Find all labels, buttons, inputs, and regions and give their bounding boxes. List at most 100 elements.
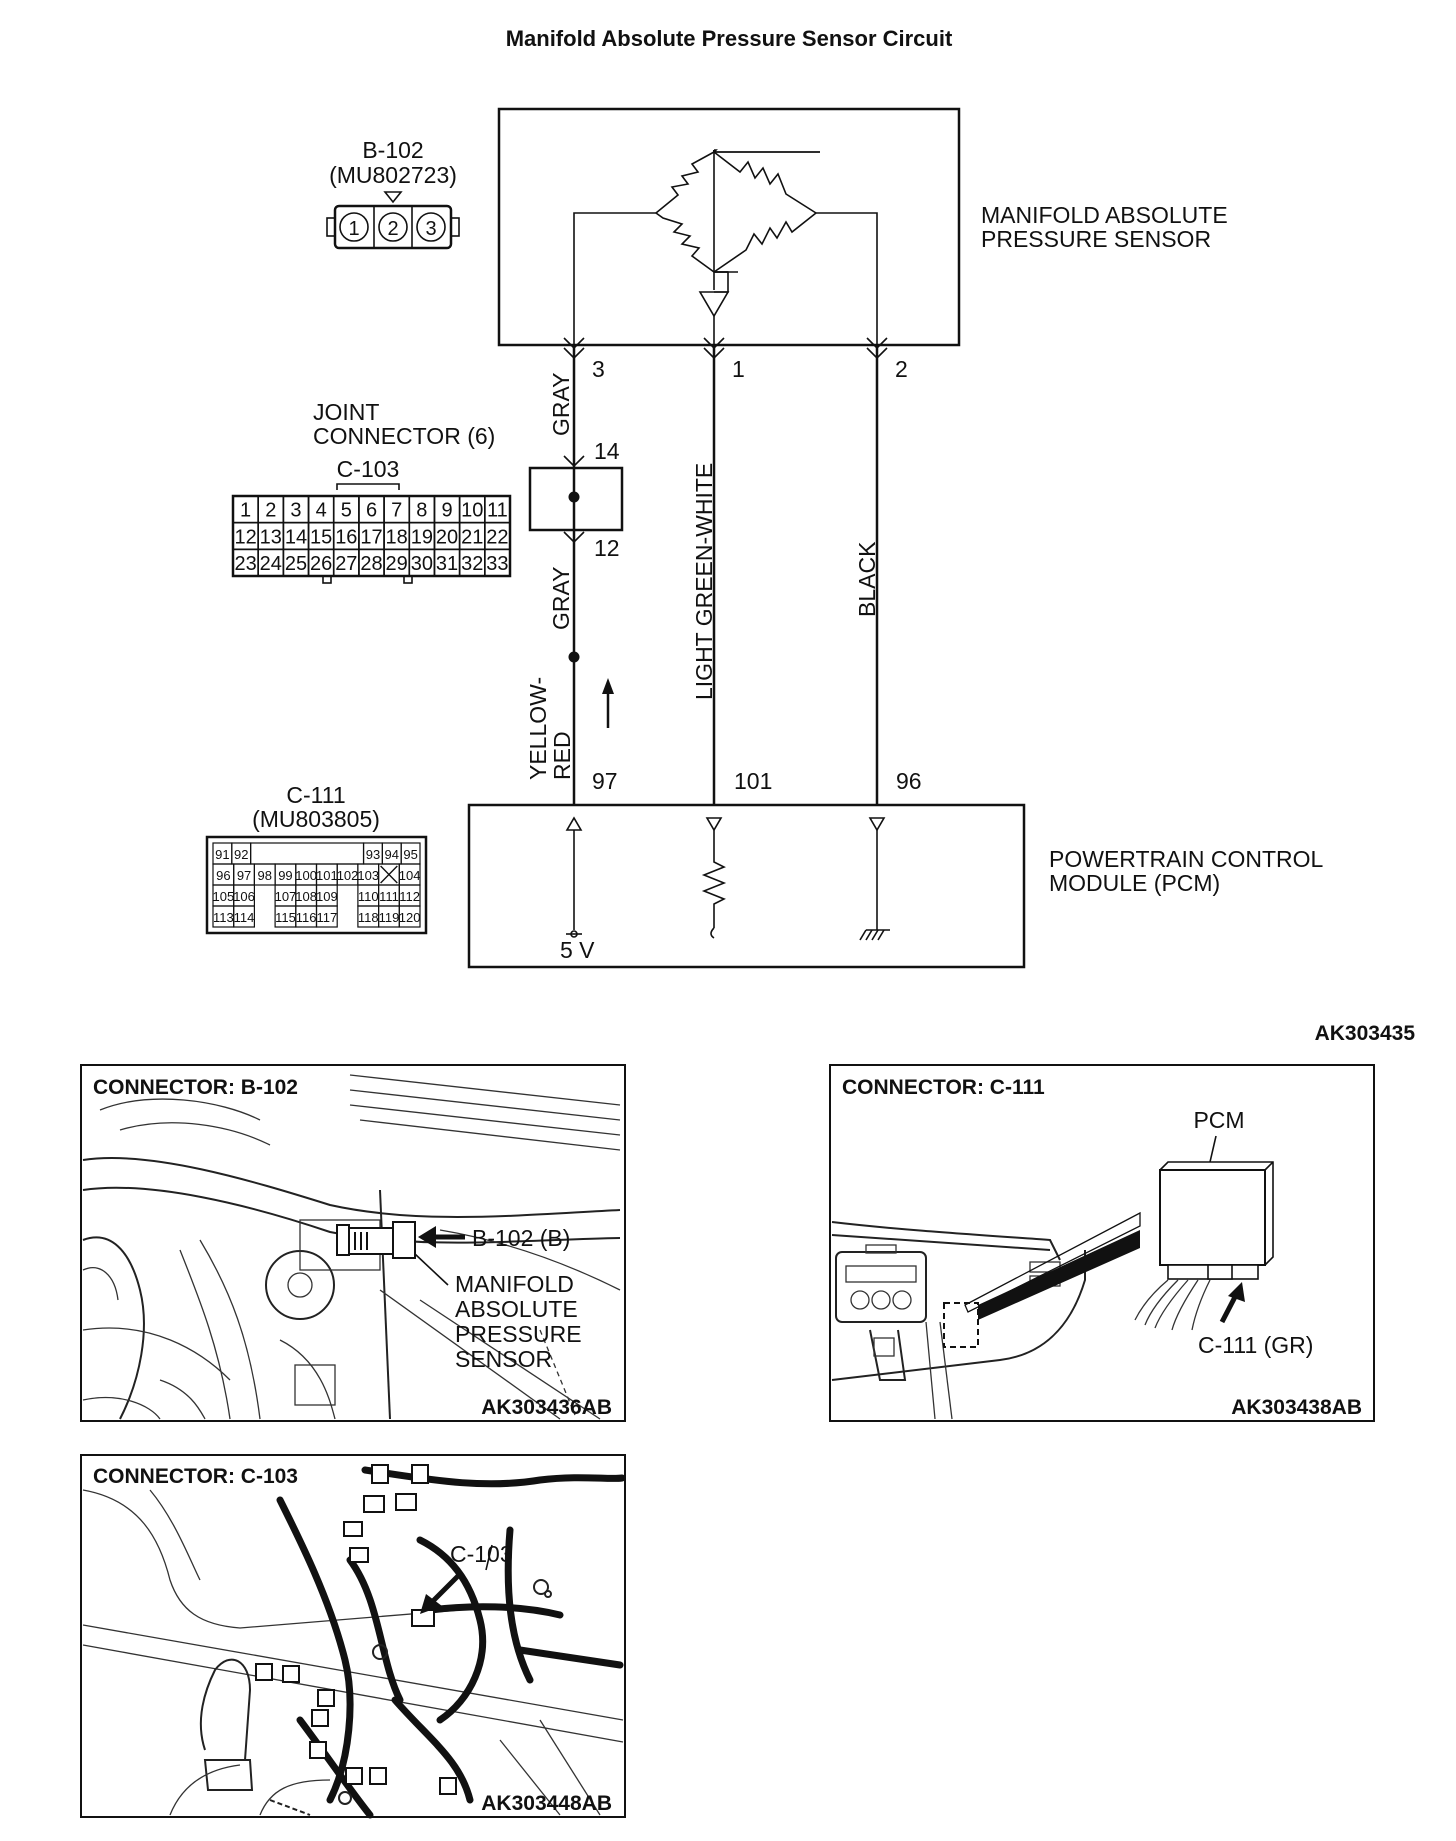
page-title: Manifold Absolute Pressure Sensor Circui…	[506, 26, 953, 51]
panel-b102-callout: B-102 (B)	[472, 1225, 570, 1251]
panel-b102-code: AK303436AB	[481, 1396, 612, 1419]
panel-c111-frame	[829, 1064, 1375, 1422]
c103-pin-label: 6	[366, 500, 377, 522]
c111-blocked-pin-icon	[380, 865, 398, 884]
c111-pin-cell	[315, 905, 338, 928]
panel-c103-callout: C-103	[450, 1541, 513, 1567]
c111-pin-label: 102	[337, 868, 359, 883]
wire-label-gray-upper: GRAY	[548, 373, 574, 436]
c103-pin-label: 5	[341, 500, 352, 522]
sensor-lead-lines	[698, 151, 820, 345]
c103-pin-label: 24	[260, 553, 282, 575]
c103-pin-label: 33	[486, 553, 508, 575]
c103-pin-label: 3	[290, 500, 301, 522]
c111-pin-label: 113	[213, 910, 234, 925]
c111-callout-arrow-icon	[1219, 1282, 1245, 1324]
pcm-module-icon	[1134, 1161, 1274, 1331]
map-sensor	[497, 107, 961, 347]
panel-b102-desc-1: MANIFOLD	[455, 1271, 574, 1297]
joint-pin-14: 14	[594, 438, 620, 464]
c103-pin-cell	[484, 548, 511, 577]
joint-connector-label-line1: JOINT	[313, 399, 379, 425]
panel-c103-header: CONNECTOR: C-103	[93, 1465, 298, 1488]
c103-pin-label: 29	[386, 553, 408, 575]
pcm-resistor-input	[701, 817, 727, 939]
c103-pin-label: 18	[386, 526, 408, 548]
c111-pin-label: 120	[399, 910, 421, 925]
b102-pin-1: 1	[348, 218, 359, 240]
panel-c103-frame	[80, 1454, 626, 1818]
pcm-box	[467, 803, 1026, 969]
pcm-pin-96: 96	[896, 768, 922, 794]
c103-pin-label: 10	[461, 500, 483, 522]
c103-pin-label: 8	[416, 500, 427, 522]
c111-pin-label: 118	[358, 910, 379, 925]
c103-pin-label: 17	[360, 526, 382, 548]
c111-pin-label: 115	[275, 910, 296, 925]
c111-pin-label: 98	[258, 868, 272, 883]
c111-pin-label: 92	[234, 847, 248, 862]
pcm-5v-supply	[565, 816, 583, 938]
joint-pin-12: 12	[594, 535, 620, 561]
c111-pin-label: 91	[215, 847, 229, 862]
b102-pin-2: 2	[387, 218, 398, 240]
wiring-harness-illustration	[269, 1466, 626, 1819]
c111-pin-label: 114	[234, 910, 255, 925]
dashboard-illustration	[831, 1211, 1141, 1420]
c111-pin-label: 111	[379, 889, 399, 904]
c111-pin-label: 97	[237, 868, 251, 883]
b102-part: (MU802723)	[329, 162, 457, 188]
sensor-label-line2: PRESSURE SENSOR	[981, 226, 1211, 252]
wire-label-gray-lower: GRAY	[548, 567, 574, 630]
c103-pin-label: 31	[436, 553, 458, 575]
diagram-code: AK303435	[1315, 1022, 1416, 1045]
c111-pin-label: 109	[316, 889, 338, 904]
joint-connector-c103-symbol	[528, 455, 624, 544]
c103-pin-label: 26	[310, 553, 332, 575]
sensor-pin-2: 2	[895, 356, 908, 382]
c103-pin-label: 20	[436, 526, 458, 548]
panel-c111-pcm-label: PCM	[1193, 1107, 1244, 1133]
c103-pin-label: 21	[461, 526, 483, 548]
b102-callout-arrow-icon	[418, 1226, 465, 1248]
c103-pin-label: 27	[335, 553, 357, 575]
c111-pin-label: 99	[278, 868, 292, 883]
c111-pin-cell	[337, 906, 358, 927]
c111-lock-block	[250, 842, 365, 865]
panel-c103	[80, 1454, 626, 1819]
panel-c111-callout: C-111 (GR)	[1198, 1332, 1313, 1358]
c103-pin-label: 28	[360, 553, 382, 575]
b102-connector-face	[326, 191, 460, 250]
signal-direction-arrow-icon	[602, 678, 614, 728]
c111-pin-label: 105	[212, 889, 234, 904]
map-sensor-box	[497, 107, 961, 347]
sensor-pin-3: 3	[592, 356, 605, 382]
wire-label-black: BLACK	[854, 541, 880, 617]
panel-b102-header: CONNECTOR: B-102	[93, 1076, 298, 1099]
sensor-pin-1: 1	[732, 356, 745, 382]
harness-connectors	[255, 1464, 552, 1795]
panel-c111-code: AK303438AB	[1231, 1396, 1362, 1419]
c103-pin-label: 32	[461, 553, 483, 575]
c111-pin-label: 96	[216, 868, 230, 883]
c103-pin-label: 1	[240, 500, 251, 522]
panel-b102-desc-4: SENSOR	[455, 1346, 552, 1372]
c111-pin-label: 94	[385, 847, 399, 862]
c111-pin-label: 101	[316, 868, 338, 883]
c111-pin-label: 108	[295, 889, 317, 904]
c111-pin-cell	[398, 905, 421, 928]
c111-pin-cell	[254, 885, 275, 906]
c111-pin-label: 103	[357, 868, 379, 883]
c103-pin-label: 16	[335, 526, 357, 548]
b102-pin-3: 3	[425, 218, 436, 240]
pcm-location-dashed-box	[943, 1302, 979, 1348]
c103-id: C-103	[337, 456, 400, 482]
c103-pin-label: 15	[310, 526, 332, 548]
c103-pin-label: 9	[441, 500, 452, 522]
panel-b102-desc-2: ABSOLUTE	[455, 1296, 578, 1322]
b102-id: B-102	[362, 137, 423, 163]
